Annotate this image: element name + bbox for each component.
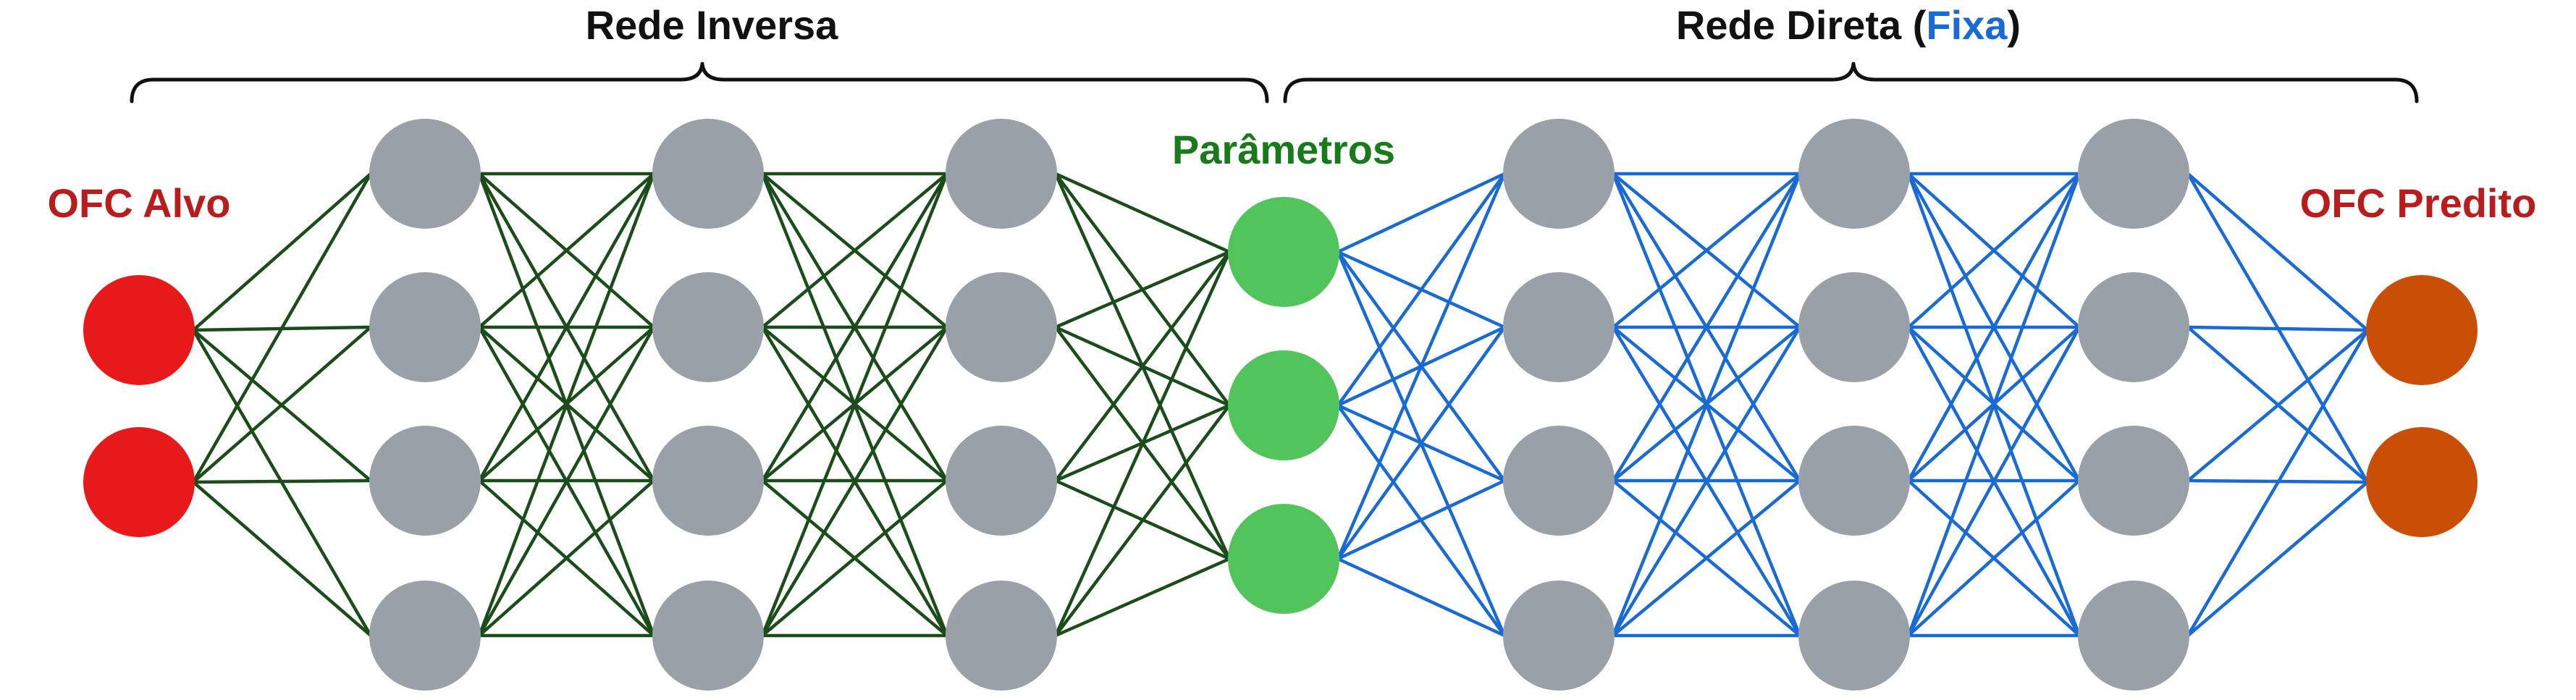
edge-inverse-hidden-1-4-to-inverse-hidden-2-2	[478, 326, 655, 637]
node-ofc-alvo-1	[83, 275, 195, 385]
edge-inverse-hidden-3-4-to-parametros-3	[1055, 557, 1230, 638]
edge-direct-hidden-1-4-to-direct-hidden-2-3	[1612, 479, 1801, 637]
node-direct-hidden-3-4	[2078, 581, 2189, 691]
edge-inverse-hidden-2-4-to-inverse-hidden-3-3	[761, 479, 948, 637]
edge-direct-hidden-3-3-to-ofc-predito-1	[2186, 329, 2369, 482]
network-edges	[192, 172, 2369, 638]
node-inverse-hidden-1-1	[369, 119, 481, 229]
edge-inverse-hidden-3-4-to-parametros-1	[1053, 251, 1232, 636]
node-direct-hidden-1-4	[1503, 581, 1615, 691]
edge-parametros-3-to-direct-hidden-1-3	[1337, 478, 1505, 561]
node-inverse-hidden-3-2	[946, 272, 1057, 382]
edge-direct-hidden-1-4-to-direct-hidden-2-1	[1611, 173, 1802, 636]
node-inverse-hidden-1-4	[369, 581, 481, 691]
node-direct-hidden-1-1	[1503, 119, 1615, 229]
node-inverse-hidden-3-4	[946, 581, 1057, 691]
node-inverse-hidden-2-2	[652, 272, 764, 382]
node-parametros-2	[1228, 350, 1339, 460]
node-inverse-hidden-1-2	[369, 272, 481, 382]
edge-ofc-alvo-2-to-inverse-hidden-1-4	[192, 481, 372, 637]
edge-direct-hidden-3-1-to-ofc-predito-1	[2186, 172, 2369, 332]
edge-direct-hidden-3-4-to-ofc-predito-1	[2186, 329, 2369, 637]
node-direct-hidden-2-2	[1798, 272, 1910, 382]
node-parametros-3	[1228, 504, 1339, 614]
node-inverse-hidden-3-3	[946, 426, 1057, 536]
edge-direct-hidden-2-4-to-direct-hidden-3-2	[1907, 326, 2081, 637]
edge-direct-hidden-2-2-to-direct-hidden-3-1	[1907, 172, 2081, 329]
direct-title-prefix: Rede Direta (	[1676, 2, 1927, 48]
edge-direct-hidden-1-3-to-direct-hidden-2-1	[1612, 172, 1801, 482]
edge-parametros-1-to-direct-hidden-1-1	[1337, 172, 1505, 254]
node-direct-hidden-1-3	[1503, 426, 1615, 536]
edge-parametros-3-to-direct-hidden-1-1	[1336, 173, 1507, 560]
node-inverse-hidden-1-3	[369, 426, 481, 536]
edge-direct-hidden-1-2-to-direct-hidden-2-1	[1612, 172, 1801, 329]
edge-inverse-hidden-1-4-to-inverse-hidden-2-3	[478, 479, 655, 637]
node-direct-hidden-2-4	[1798, 581, 1910, 691]
direct-title-suffix: )	[2007, 2, 2021, 48]
edge-inverse-hidden-1-4-to-inverse-hidden-2-1	[477, 173, 656, 636]
edge-ofc-alvo-2-to-inverse-hidden-1-3	[193, 478, 371, 484]
edge-direct-hidden-1-4-to-direct-hidden-2-2	[1612, 326, 1801, 637]
edge-direct-hidden-3-2-to-ofc-predito-1	[2187, 325, 2368, 332]
edge-inverse-hidden-1-2-to-inverse-hidden-2-1	[478, 172, 655, 329]
node-direct-hidden-3-2	[2078, 272, 2189, 382]
direct-network-title: Rede Direta (Fixa)	[1676, 2, 2021, 48]
direct-network-brace	[1283, 62, 2419, 104]
edge-parametros-2-to-direct-hidden-1-1	[1337, 172, 1506, 407]
node-direct-hidden-2-3	[1798, 426, 1910, 536]
edge-direct-hidden-3-4-to-ofc-predito-2	[2186, 481, 2369, 637]
node-direct-hidden-1-2	[1503, 272, 1615, 382]
node-direct-hidden-3-3	[2078, 426, 2189, 536]
edge-direct-hidden-2-3-to-direct-hidden-3-1	[1907, 172, 2081, 482]
edge-inverse-hidden-2-3-to-inverse-hidden-3-1	[761, 172, 948, 482]
edge-direct-hidden-2-4-to-direct-hidden-3-1	[1906, 173, 2082, 636]
inverse-network-brace	[130, 62, 1269, 104]
node-ofc-alvo-2	[83, 427, 195, 537]
edge-ofc-alvo-2-to-inverse-hidden-1-1	[192, 172, 372, 484]
node-direct-hidden-3-1	[2078, 119, 2189, 229]
edge-parametros-3-to-direct-hidden-1-4	[1337, 557, 1505, 638]
node-inverse-hidden-2-1	[652, 119, 764, 229]
parametros-label: Parâmetros	[1172, 127, 1395, 172]
edge-inverse-hidden-2-4-to-inverse-hidden-3-2	[761, 326, 948, 637]
node-inverse-hidden-2-3	[652, 426, 764, 536]
edge-ofc-alvo-1-to-inverse-hidden-1-1	[192, 172, 372, 332]
direct-title-fixed: Fixa	[1926, 2, 2008, 48]
network-nodes	[83, 119, 2478, 691]
edge-ofc-alvo-2-to-inverse-hidden-1-2	[192, 326, 372, 484]
inverse-network-title: Rede Inversa	[586, 2, 838, 48]
node-ofc-predito-1	[2366, 275, 2478, 385]
edge-inverse-hidden-2-4-to-inverse-hidden-3-1	[760, 173, 949, 636]
node-parametros-1	[1228, 197, 1339, 307]
node-direct-hidden-2-1	[1798, 119, 1910, 229]
ofc-predito-label: OFC Predito	[2300, 180, 2537, 226]
ofc-alvo-label: OFC Alvo	[47, 180, 230, 226]
edge-parametros-3-to-direct-hidden-1-2	[1337, 326, 1506, 560]
edge-inverse-hidden-3-4-to-parametros-2	[1054, 404, 1231, 637]
edge-inverse-hidden-2-2-to-inverse-hidden-3-1	[761, 172, 948, 329]
edge-inverse-hidden-1-3-to-inverse-hidden-2-1	[478, 172, 655, 482]
node-inverse-hidden-3-1	[946, 119, 1057, 229]
node-inverse-hidden-2-4	[652, 581, 764, 691]
edge-inverse-hidden-3-1-to-parametros-1	[1055, 172, 1230, 254]
edge-inverse-hidden-3-2-to-parametros-1	[1055, 250, 1230, 329]
edge-inverse-hidden-3-3-to-parametros-1	[1054, 250, 1231, 482]
node-ofc-predito-2	[2366, 427, 2478, 537]
edge-direct-hidden-2-4-to-direct-hidden-3-3	[1907, 479, 2081, 637]
